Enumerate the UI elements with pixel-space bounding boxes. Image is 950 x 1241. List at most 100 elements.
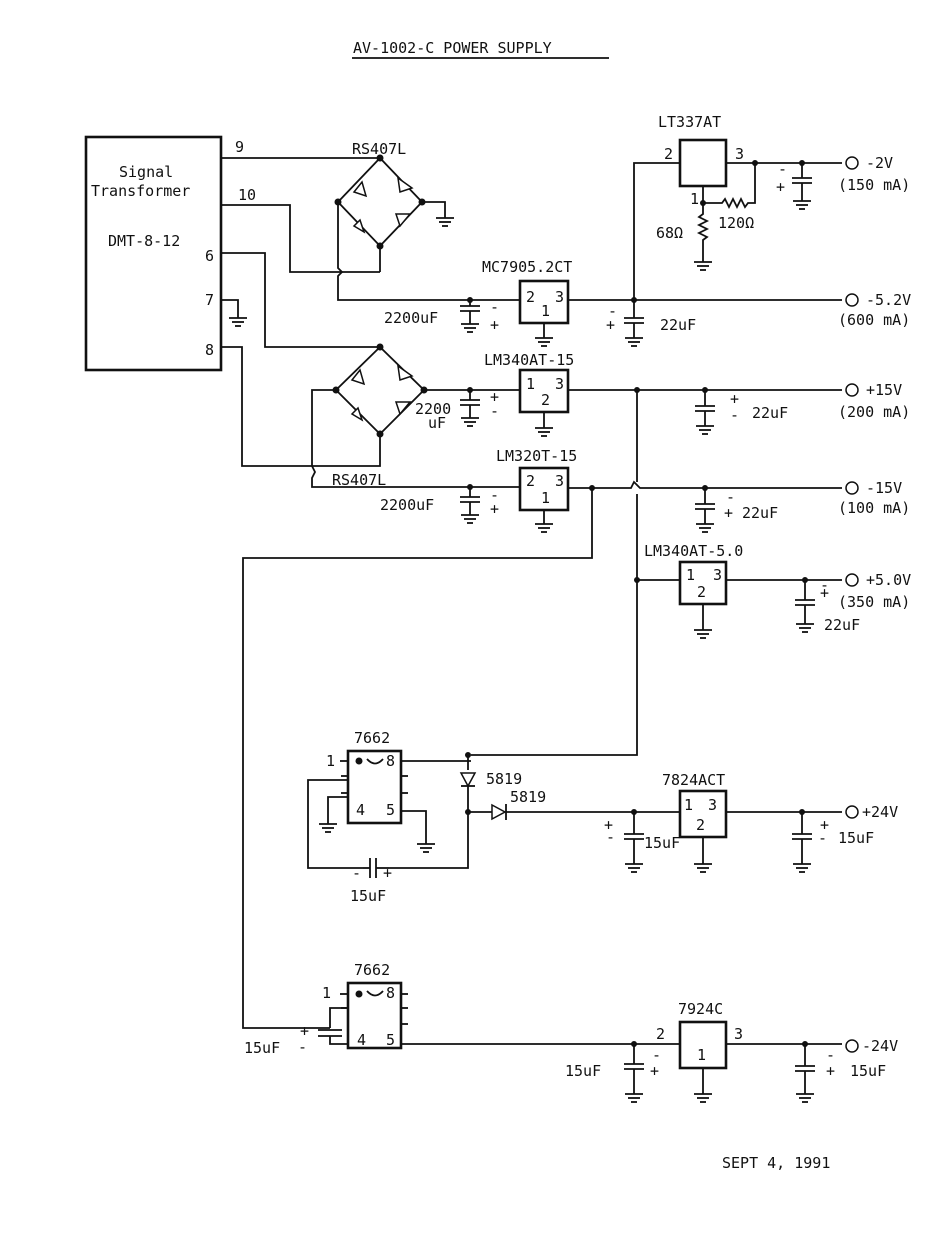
lt337-pin-a: 2 [664,145,673,163]
r7924-pin-c: 1 [697,1046,706,1064]
lm340-15-label: LM340AT-15 [484,351,574,369]
bridge-rectifier-bottom [311,343,520,488]
cap-2200-3-plus: + [490,500,499,518]
cap-7924-out [795,1044,815,1103]
lm340-15-pin-a: 1 [526,375,535,393]
cap-7824-in-label: 15uF [644,834,680,852]
cap-7824-in [624,812,644,873]
cap-plus5v-label: 22uF [824,616,860,634]
lm340-5-label: LM340AT-5.0 [644,542,743,560]
output-terminals [845,156,859,1053]
converter-bottom-pin4: 4 [357,1031,366,1049]
r7924-pin-a: 2 [656,1025,665,1043]
cap-minus15v-minus: - [726,488,735,506]
cap-7824-in-minus: - [606,828,615,846]
cap-2200-label-1: 2200uF [384,309,438,327]
r7824-pin-b: 3 [708,796,717,814]
cap-plus15v-minus: - [730,406,739,424]
output-minus24v-voltage: -24V [862,1037,898,1055]
output-plus24v-voltage: +24V [862,803,898,821]
output-plus5v-current: (350 mA) [838,593,910,611]
output-minus15v-voltage: -15V [866,479,902,497]
cap-7924-in-label: 15uF [565,1062,601,1080]
resistor-120-label: 120Ω [718,214,754,232]
cap-minus5v2 [624,300,644,347]
cap-minus15v-label: 22uF [742,504,778,522]
cap-7924-out-label: 15uF [850,1062,886,1080]
cap-2200-2-minus: - [490,402,499,420]
output-plus5v-voltage: +5.0V [866,571,911,589]
converter-7662-top [346,749,403,825]
schematic-title: AV-1002-C POWER SUPPLY [353,39,552,57]
r7824-pin-c: 2 [696,816,705,834]
cap-7924-in-minus: - [652,1046,661,1064]
cap-2200-minus15 [460,484,480,524]
cap-2200-label-3: 2200uF [380,496,434,514]
lm340-5-pin-b: 3 [713,566,722,584]
converter-bottom-pin5: 5 [386,1031,395,1049]
cap-plus15v-label: 22uF [752,404,788,422]
transformer-part-number: DMT-8-12 [108,232,180,250]
cap-7824-in-plus: + [604,816,613,834]
transformer-leads [221,157,381,467]
cap-2200-label-2b: uF [428,414,446,432]
cap-plus5v-plus: + [820,584,829,602]
transformer-label-transformer: Transformer [91,182,190,200]
cap-7924-in [624,1044,644,1103]
cap-plus15v-plus: + [730,390,739,408]
bridge-bottom-label: RS407L [332,471,386,489]
converter-7662-bottom [346,981,403,1050]
output-minus5v2-current: (600 mA) [838,311,910,329]
r7924-label: 7924C [678,1000,723,1018]
converter-top-pin8: 8 [386,752,395,770]
output-minus5v2-voltage: -5.2V [866,291,911,309]
lt337-pin-b: 3 [735,145,744,163]
converter-bottom-pin1: 1 [322,984,331,1002]
r7924-pin-b: 3 [734,1025,743,1043]
lt337-regulator [678,138,728,188]
lt337-pin-c: 1 [690,190,699,208]
converter-bottom-label: 7662 [354,961,390,979]
converter-top-pin1: 1 [326,752,335,770]
cap-7924-out-minus: - [826,1046,835,1064]
cap-minus15v-plus: + [724,504,733,522]
cap-plus5v [795,580,815,633]
r7824-pin-a: 1 [684,796,693,814]
lm340-5-pin-c: 2 [697,583,706,601]
output-minus2v-current: (150 mA) [838,176,910,194]
cap-2200-plus15 [460,387,480,427]
cap-minus5v2-plus: + [606,316,615,334]
lm320-15-label: LM320T-15 [496,447,577,465]
cap-2200-1-minus: - [490,298,499,316]
pump-cap-bottom-minus: - [298,1038,307,1056]
r7824-label: 7824ACT [662,771,725,789]
cap-2200-1-plus: + [490,316,499,334]
cap-7824-out-minus: - [818,829,827,847]
lt337-label: LT337AT [658,113,721,131]
transformer-label-signal: Signal [119,163,173,181]
lm320-15-pin-c: 1 [541,489,550,507]
cap-minus5v2-minus: - [608,302,617,320]
pin-6-label: 6 [205,247,214,265]
pin-8-label: 8 [205,341,214,359]
cap-minus2v-minus: - [778,160,787,178]
cap-2200-label-2a: 2200 [415,400,451,418]
cap-plus5v-minus: - [820,576,829,594]
converter-bottom-pin8: 8 [386,984,395,1002]
lm340-15-pin-c: 2 [541,391,550,409]
cap-minus2v [792,163,812,210]
output-plus15v-voltage: +15V [866,381,902,399]
converter-top-label: 7662 [354,729,390,747]
diode-5819-a-label: 5819 [486,770,522,788]
cap-minus5v2-label: 22uF [660,316,696,334]
date-label: SEPT 4, 1991 [722,1154,830,1172]
cap-minus2v-plus: + [776,178,785,196]
mc7905-pin-a: 2 [526,288,535,306]
cap-minus15v [695,488,715,533]
pump-cap-bottom-plus: + [300,1022,309,1040]
cap-7824-out [792,812,812,873]
cap-2200-minus5 [460,297,480,333]
pin-9-label: 9 [235,138,244,156]
cap-7924-out-plus: + [826,1062,835,1080]
